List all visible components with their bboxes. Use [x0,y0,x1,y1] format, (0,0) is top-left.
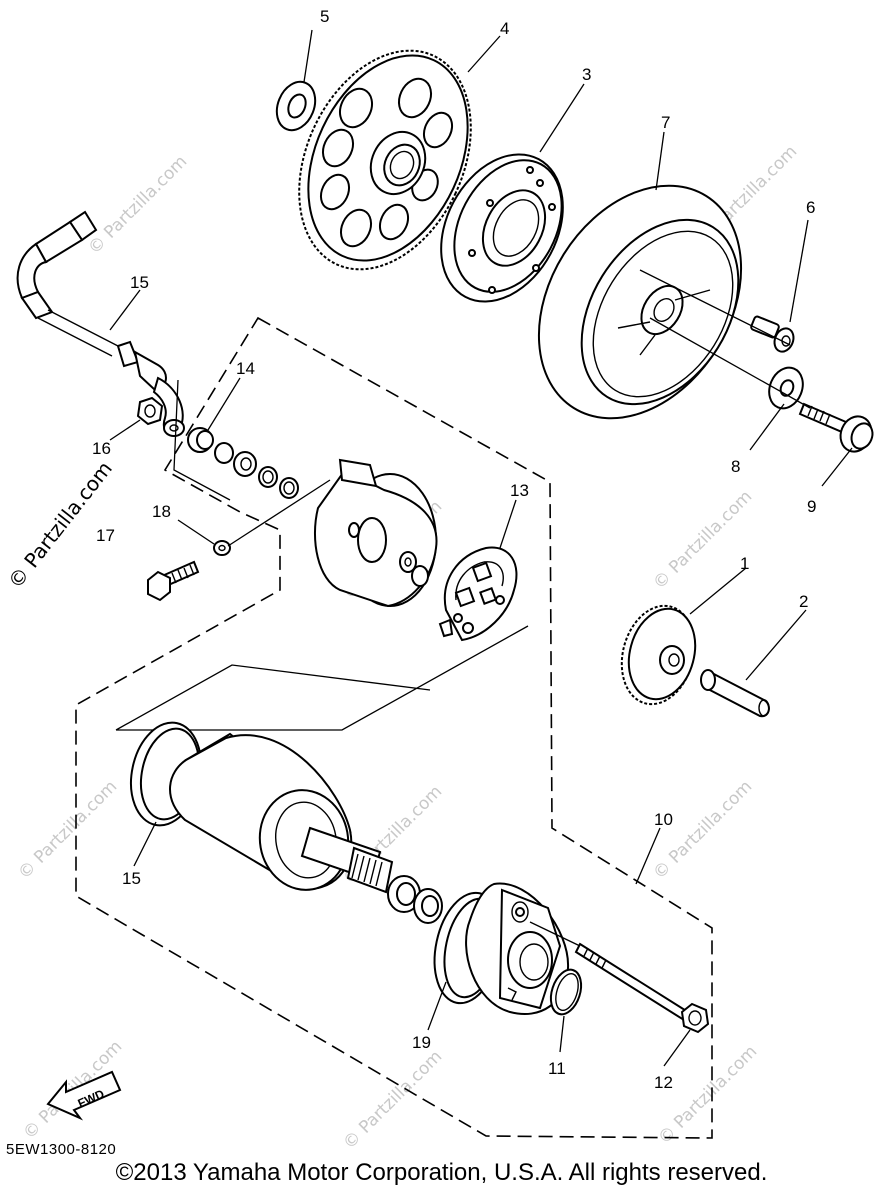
part-3-one-way-clutch [440,153,564,303]
watermark: © Partzilla.com [14,777,121,884]
part-12-through-bolt [529,921,710,1034]
callout-leaders [109,29,853,1067]
watermark: © Partzilla.com [84,152,191,259]
part-1-idler-gear [620,604,697,706]
callout-4: 4 [500,19,509,38]
starter-front-cover [465,882,570,1015]
fwd-arrow-icon: FWD [46,1070,122,1121]
callout-numbers: 5 4 3 7 6 8 9 15 14 16 18 17 13 1 2 10 1… [92,7,816,1092]
part-18-bolt [147,560,200,602]
assembly-outline-upper [75,316,713,1139]
callout-3: 3 [582,65,591,84]
watermark: © Partzilla.com [339,1047,446,1154]
part-9-flange-bolt [798,402,874,453]
part-19-washer [213,540,231,556]
callout-15-lower: 19 [412,1033,431,1052]
part-5-washer [275,80,317,132]
callout-19: 18 [152,502,171,521]
callout-8: 8 [731,457,740,476]
callout-6: 6 [806,198,815,217]
starter-rear-cover [314,458,438,608]
callout-17: 16 [92,439,111,458]
watermark: © Partzilla.com [649,487,756,594]
callout-1: 1 [740,554,749,573]
diagram-code: 5EW1300-8120 [6,1141,117,1158]
callout-18: 17 [96,526,115,545]
callout-9: 9 [807,497,816,516]
part-6-bolt [750,315,795,353]
callout-15-upper: 15 [122,869,141,888]
callout-10: 10 [654,810,673,829]
callout-13: 13 [510,481,529,500]
callout-12: 12 [654,1073,673,1092]
callout-7: 7 [661,113,670,132]
callout-2: 2 [799,592,808,611]
part-14-washer-set [187,427,299,499]
part-8-washer [768,366,804,410]
part-13-brush-holder [438,546,518,642]
part-7-rotor [537,184,743,420]
watermark: © Partzilla.com [649,777,756,884]
watermark-primary: © Partzilla.com [3,457,117,593]
callout-11: 11 [548,1059,566,1078]
starter-motor-yoke [169,732,394,894]
callout-5: 5 [320,7,329,26]
part-17-nut [136,396,164,426]
armature-washers [387,875,443,924]
part-2-shaft [700,669,770,718]
copyright-notice: ©2013 Yamaha Motor Corporation, U.S.A. A… [115,1159,768,1186]
part-16-starter-cable [16,210,185,437]
part-11-o-ring [549,968,583,1016]
callout-16: 15 [130,273,149,292]
callout-14: 14 [236,359,255,378]
part-4-starter-wheel-gear [298,49,472,271]
